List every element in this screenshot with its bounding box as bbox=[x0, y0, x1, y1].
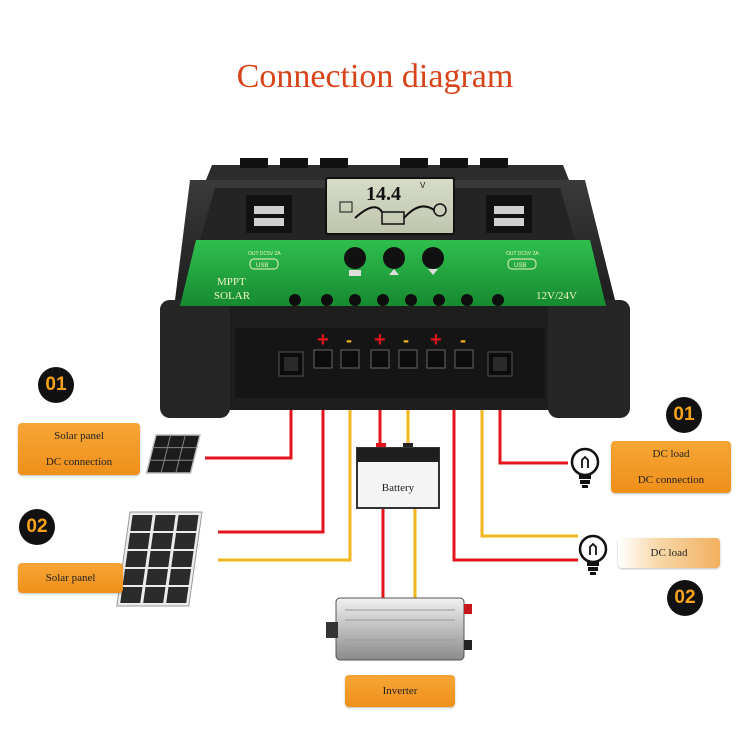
label-line: DC connection bbox=[637, 474, 705, 486]
menu-button bbox=[344, 247, 366, 269]
svg-text:USB: USB bbox=[514, 263, 526, 269]
battery-icon: Battery bbox=[356, 443, 440, 509]
left-badge-02: 02 bbox=[19, 509, 55, 545]
lcd-reading: 14.4 bbox=[366, 183, 401, 205]
label-solar-panel: Solar panel bbox=[18, 563, 123, 593]
label-line: DC load bbox=[652, 448, 690, 460]
type-label: SOLAR bbox=[214, 290, 251, 302]
down-button bbox=[422, 247, 444, 269]
usb-label-left: OUT DC5V 2A USB bbox=[248, 251, 281, 270]
usb-label-right: OUT DC5V 2A USB bbox=[506, 251, 539, 270]
model-label: MPPT bbox=[217, 276, 246, 288]
label-dc-load: DC load bbox=[618, 538, 720, 568]
polarity-positive-1: + bbox=[317, 329, 329, 351]
wire-solar2-negative bbox=[218, 360, 352, 562]
lcd-display: 14.4 V bbox=[325, 177, 455, 235]
usb-port-icon bbox=[246, 195, 292, 233]
label-inverter: Inverter bbox=[345, 675, 455, 707]
svg-text:USB: USB bbox=[256, 263, 268, 269]
usb-port-icon bbox=[486, 195, 532, 233]
left-badge-01: 01 bbox=[38, 367, 74, 403]
terminal-screws bbox=[289, 294, 504, 306]
polarity-positive-3: + bbox=[430, 329, 442, 351]
polarity-positive-2: + bbox=[374, 329, 386, 351]
polarity-negative-2: - bbox=[403, 330, 409, 350]
right-badge-02: 02 bbox=[667, 580, 703, 616]
solar-charge-controller: 14.4 V OUT DC5V 2A USB OUT DC5V 2A USB bbox=[160, 158, 630, 418]
label-solar-panel-dc: Solar panel DC connection bbox=[18, 423, 140, 475]
polarity-negative-1: - bbox=[346, 330, 352, 350]
svg-text:OUT DC5V 2A: OUT DC5V 2A bbox=[248, 251, 281, 257]
voltage-label: 12V/24V bbox=[536, 290, 577, 302]
solar-panel-icon bbox=[116, 511, 203, 607]
bulb-icon bbox=[578, 534, 608, 575]
label-line: DC connection bbox=[45, 456, 113, 468]
right-badge-01: 01 bbox=[666, 397, 702, 433]
label-line: Solar panel bbox=[54, 430, 104, 442]
bulb-icon bbox=[570, 447, 600, 488]
diagram-title: Connection diagram bbox=[236, 58, 514, 95]
up-button bbox=[383, 247, 405, 269]
lcd-unit: V bbox=[420, 181, 426, 190]
controller-buttons bbox=[344, 247, 444, 276]
label-line: Solar panel bbox=[45, 572, 96, 584]
battery-label: Battery bbox=[382, 482, 415, 494]
terminal-slots bbox=[278, 349, 513, 377]
solar-panel-icon bbox=[145, 434, 201, 474]
label-line: DC load bbox=[650, 547, 688, 559]
polarity-negative-3: - bbox=[460, 330, 466, 350]
inverter-icon bbox=[326, 597, 472, 661]
wire-solar2-positive bbox=[218, 360, 325, 534]
label-dc-load-dc: DC load DC connection bbox=[611, 441, 731, 493]
svg-text:OUT DC5V 2A: OUT DC5V 2A bbox=[506, 251, 539, 257]
label-line: Inverter bbox=[382, 685, 418, 697]
